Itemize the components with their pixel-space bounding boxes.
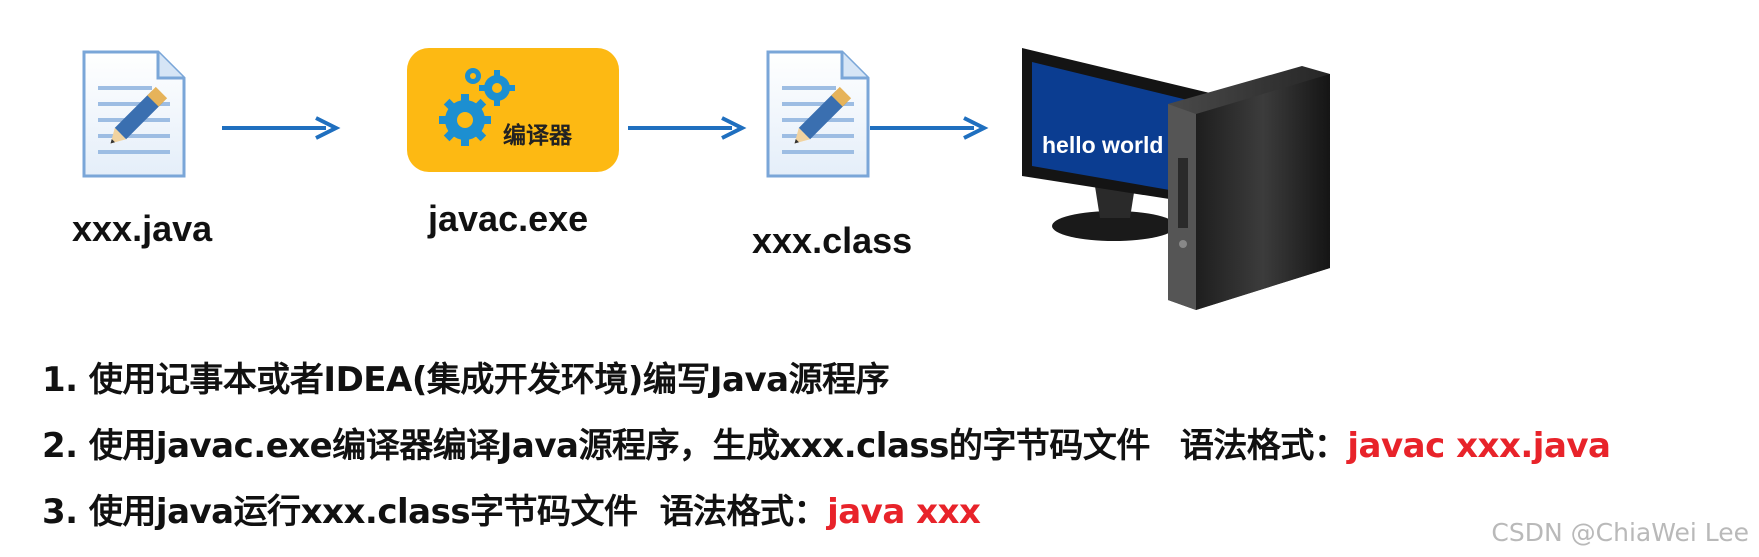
step-text: 使用javac.exe编译器编译Java源程序，生成xxx.class的字节码文… bbox=[88, 426, 1150, 466]
syntax-label: 语法格式： bbox=[659, 492, 828, 532]
step-number: 2. bbox=[42, 426, 78, 466]
computer-icon bbox=[1022, 48, 1330, 310]
step-1: 1. 使用记事本或者IDEA(集成开发环境)编写Java源程序 bbox=[42, 352, 890, 401]
watermark: CSDN @ChiaWei Lee bbox=[1491, 518, 1749, 547]
syntax-command: javac xxx.java bbox=[1347, 426, 1611, 466]
class-document-icon bbox=[766, 50, 870, 178]
class-file-caption: xxx.class bbox=[752, 220, 913, 261]
screen-text: hello world bbox=[1042, 132, 1164, 158]
source-file-caption: xxx.java bbox=[72, 208, 213, 249]
step-number: 3. bbox=[42, 492, 78, 532]
step-number: 1. bbox=[42, 360, 78, 400]
step-text: 使用java运行xxx.class字节码文件 bbox=[88, 492, 638, 532]
compiler-exe-caption: javac.exe bbox=[428, 198, 589, 239]
syntax-command: java xxx bbox=[827, 492, 981, 532]
compiler-box: 编译器 bbox=[407, 48, 619, 172]
gears-icon bbox=[439, 68, 515, 146]
step-2: 2. 使用javac.exe编译器编译Java源程序，生成xxx.class的字… bbox=[42, 418, 1611, 467]
syntax-label: 语法格式： bbox=[1179, 426, 1348, 466]
step-3: 3. 使用java运行xxx.class字节码文件语法格式：java xxx bbox=[42, 484, 981, 533]
arrow-right-icon bbox=[628, 116, 747, 140]
arrow-right-icon bbox=[870, 116, 989, 140]
source-document-icon bbox=[82, 50, 186, 178]
compiler-label: 编译器 bbox=[503, 123, 572, 149]
arrow-right-icon bbox=[222, 116, 341, 140]
step-text: 使用记事本或者IDEA(集成开发环境)编写Java源程序 bbox=[88, 360, 890, 400]
